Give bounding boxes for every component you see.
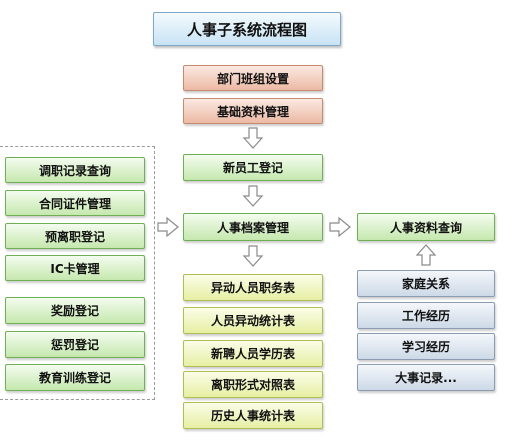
arrow-right-2 <box>329 216 351 238</box>
report-new-hire-education: 新聘人员学历表 <box>183 340 323 367</box>
node-reward: 奖励登记 <box>5 297 145 324</box>
node-ic-card: IC卡管理 <box>5 255 145 281</box>
report-position-change: 异动人员职务表 <box>183 274 323 301</box>
node-transfer-query: 调职记录查询 <box>5 157 145 183</box>
detail-major-events: 大事记录... <box>357 364 495 391</box>
node-new-employee: 新员工登记 <box>183 154 323 181</box>
node-dept-setup: 部门班组设置 <box>183 65 323 91</box>
report-history-stats: 历史人事统计表 <box>183 402 323 429</box>
detail-work-history: 工作经历 <box>357 302 495 329</box>
node-contract-mgmt: 合同证件管理 <box>5 190 145 216</box>
node-training: 教育训练登记 <box>5 364 145 391</box>
report-resignation-types: 离职形式对照表 <box>183 371 323 398</box>
left-group-border <box>0 146 155 400</box>
diagram-title: 人事子系统流程图 <box>153 12 341 46</box>
node-basic-data: 基础资料管理 <box>183 98 323 124</box>
report-change-stats: 人员异动统计表 <box>183 307 323 334</box>
arrow-up-1 <box>415 244 437 266</box>
node-hr-query: 人事资料查询 <box>357 213 495 241</box>
arrow-right-1 <box>157 216 179 238</box>
detail-family: 家庭关系 <box>357 270 495 297</box>
arrow-down-3 <box>242 245 264 267</box>
node-penalty: 惩罚登记 <box>5 331 145 358</box>
detail-education: 学习经历 <box>357 333 495 360</box>
arrow-down-2 <box>242 185 264 207</box>
node-hr-archive: 人事档案管理 <box>183 213 323 241</box>
arrow-down-1 <box>242 127 264 149</box>
node-pre-resign: 预离职登记 <box>5 223 145 249</box>
